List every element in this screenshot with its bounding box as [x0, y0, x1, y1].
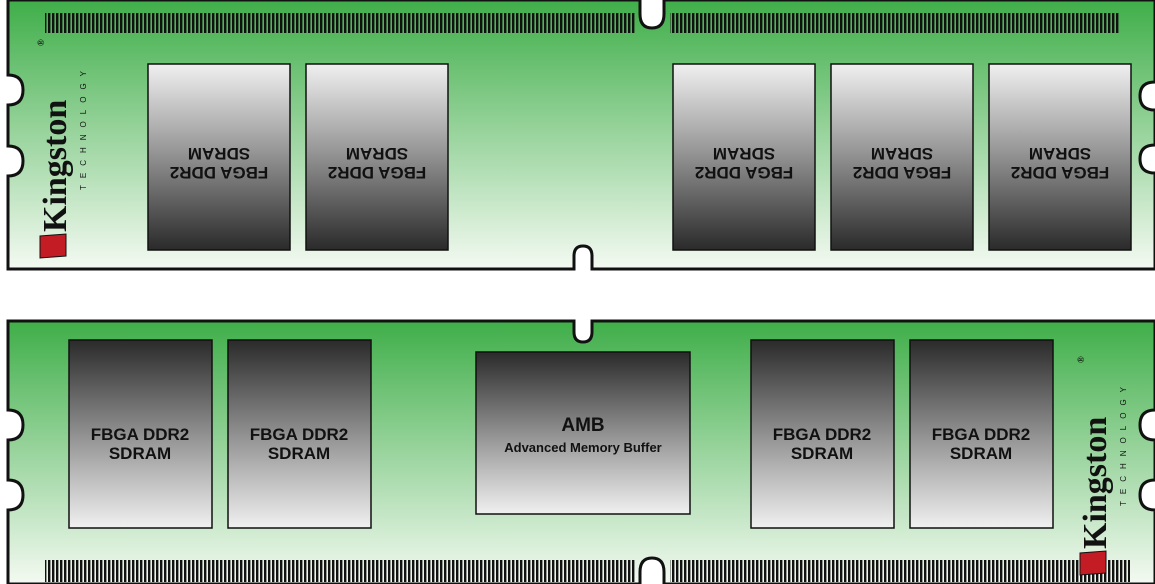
logo-brand: Kingston: [37, 100, 74, 232]
logo-registered: ®: [36, 39, 46, 46]
chip-label-line1: FBGA DDR2: [695, 163, 794, 182]
bottom-chip-4: FBGA DDR2 SDRAM: [909, 339, 1054, 529]
amb-chip: AMB Advanced Memory Buffer: [475, 351, 691, 515]
chip-label-line2: SDRAM: [713, 144, 775, 163]
top-chip-2: FBGA DDR2 SDRAM: [305, 63, 449, 251]
bottom-gold-fingers-left: [45, 560, 635, 582]
chip-label-line2: SDRAM: [268, 444, 330, 463]
top-module: FBGA DDR2 SDRAM FBGA DDR2 SDRAM FBGA DDR…: [6, 0, 1155, 271]
bottom-chip-3: FBGA DDR2 SDRAM: [750, 339, 895, 529]
chip-label-line1: FBGA DDR2: [91, 425, 190, 444]
amb-title: AMB: [561, 415, 604, 436]
logo-brand: Kingston: [1077, 417, 1114, 549]
chip-label-line2: SDRAM: [346, 144, 408, 163]
chip-label-line1: FBGA DDR2: [932, 425, 1031, 444]
bottom-chip-1: FBGA DDR2 SDRAM: [68, 339, 213, 529]
chip-label-line2: SDRAM: [791, 444, 853, 463]
amb-subtitle: Advanced Memory Buffer: [504, 440, 661, 455]
logo-sub: TECHNOLOGY: [79, 64, 88, 190]
chip-label-line1: FBGA DDR2: [250, 425, 349, 444]
chip-label-line2: SDRAM: [950, 444, 1012, 463]
top-kingston-logo: Kingston ® TECHNOLOGY: [36, 39, 88, 259]
top-gold-fingers-left: [45, 13, 635, 33]
chip-label-line2: SDRAM: [1029, 144, 1091, 163]
top-chip-3: FBGA DDR2 SDRAM: [672, 63, 816, 251]
chip-label-line1: FBGA DDR2: [853, 163, 952, 182]
kingston-head-icon: [39, 233, 67, 259]
chip-label-line1: FBGA DDR2: [328, 163, 427, 182]
chip-label-line2: SDRAM: [109, 444, 171, 463]
bottom-kingston-logo: Kingston ® TECHNOLOGY: [1076, 356, 1128, 576]
logo-sub: TECHNOLOGY: [1119, 380, 1128, 506]
chip-label-line1: FBGA DDR2: [170, 163, 269, 182]
top-gold-fingers-right: [670, 13, 1120, 33]
kingston-head-icon: [1079, 550, 1107, 576]
top-chip-5: FBGA DDR2 SDRAM: [988, 63, 1132, 251]
bottom-module: FBGA DDR2 SDRAM FBGA DDR2 SDRAM AMB Adva…: [6, 319, 1155, 584]
bottom-chip-2: FBGA DDR2 SDRAM: [227, 339, 372, 529]
top-chip-1: FBGA DDR2 SDRAM: [147, 63, 291, 251]
bottom-gold-fingers-right: [670, 560, 1130, 582]
chip-label-line1: FBGA DDR2: [773, 425, 872, 444]
logo-registered: ®: [1076, 356, 1086, 363]
top-chip-4: FBGA DDR2 SDRAM: [830, 63, 974, 251]
chip-label-line2: SDRAM: [871, 144, 933, 163]
chip-label-line1: FBGA DDR2: [1011, 163, 1110, 182]
chip-label-line2: SDRAM: [188, 144, 250, 163]
